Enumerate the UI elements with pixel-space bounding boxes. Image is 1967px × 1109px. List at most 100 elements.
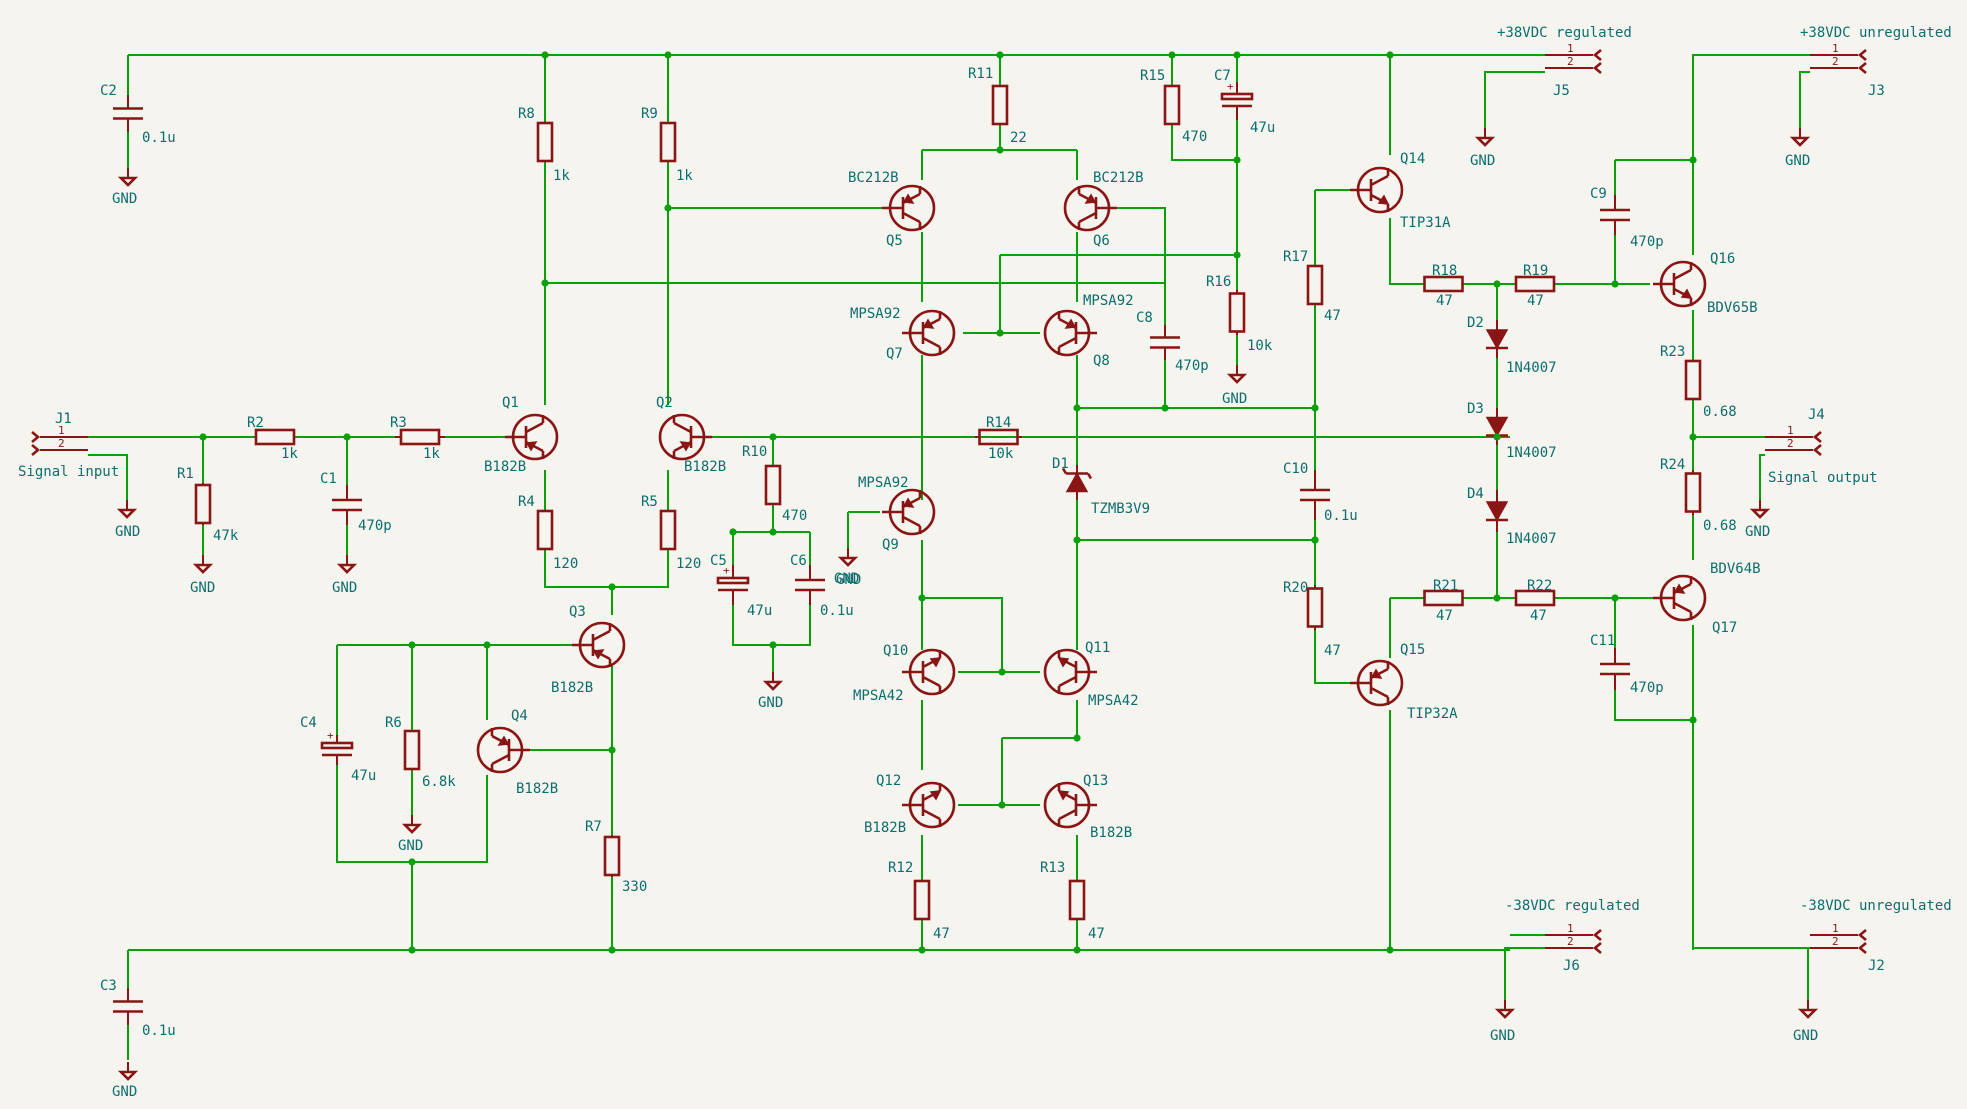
stroke (1673, 601, 1692, 614)
resistor-r14 (975, 428, 1022, 446)
resistor-r10 (764, 464, 782, 506)
transistor-q1 (505, 413, 559, 461)
value-r6: 6.8k (422, 774, 456, 790)
connector-pin (1812, 444, 1822, 456)
value-c5: 47u (747, 603, 772, 619)
ref-d2: D2 (1467, 315, 1484, 331)
gnd-arrow (762, 680, 784, 691)
gnd-label: GND (834, 571, 859, 587)
value-r16: 10k (1247, 338, 1273, 354)
junction-dot (1689, 156, 1697, 164)
ref-r9: R9 (641, 106, 658, 122)
emitter-arrow (1064, 318, 1077, 329)
resistor-r3 (395, 428, 445, 446)
value-q6: BC212B (1093, 170, 1144, 186)
connector-pin (1592, 49, 1602, 61)
resistor-body (991, 84, 1009, 126)
wire (88, 454, 128, 500)
resistor-body (399, 428, 441, 446)
ref-r5: R5 (641, 494, 658, 510)
gnd-symbol (1474, 128, 1496, 147)
ref-r13: R13 (1040, 860, 1065, 876)
junction-dot (483, 641, 491, 649)
ref-c5: C5 (710, 553, 727, 569)
ref-r24: R24 (1660, 457, 1685, 473)
transistor-q10 (902, 648, 956, 696)
connector-pin (1857, 942, 1867, 954)
stroke (1673, 268, 1692, 281)
junction-dot (996, 146, 1004, 154)
resistor-r19 (1514, 275, 1556, 293)
resistor-body (1163, 84, 1181, 126)
value-d1: TZMB3V9 (1091, 501, 1150, 517)
resistor-r21 (1423, 589, 1464, 607)
pin-number: 2 (1567, 935, 1574, 948)
value-q16: BDV65B (1707, 300, 1758, 316)
resistor-body (1228, 292, 1246, 333)
stroke (1086, 472, 1093, 480)
diode-triangle (1485, 329, 1509, 350)
value-c1: 470p (358, 518, 392, 534)
connector-pin (1857, 929, 1867, 941)
resistor-r5 (659, 509, 677, 551)
value-q11: MPSA42 (1088, 693, 1139, 709)
resistor-body (603, 835, 621, 877)
value-c8: 470p (1175, 358, 1209, 374)
capacitor-c9 (1600, 195, 1630, 235)
emitter-arrow (922, 318, 935, 329)
gnd-symbol (116, 500, 138, 519)
value-q1: B182B (484, 459, 526, 475)
cap-plate (320, 741, 354, 750)
junction-dot (1386, 51, 1394, 59)
junction-dot (408, 946, 416, 954)
resistor-r24 (1684, 470, 1702, 515)
value-r4: 120 (553, 556, 578, 572)
pin-number: 1 (1787, 424, 1794, 437)
value-c4: 47u (351, 768, 376, 784)
gnd-symbol (1789, 128, 1811, 147)
value-q13: B182B (1090, 825, 1132, 841)
stroke (1370, 174, 1389, 187)
connector-pin (1857, 49, 1867, 61)
resistor-r9 (659, 121, 677, 163)
gnd-symbol (762, 672, 784, 691)
ref-r19: R19 (1523, 263, 1548, 279)
junction-dot (343, 433, 351, 441)
stroke (1061, 467, 1068, 475)
ref-c3: C3 (100, 978, 117, 994)
ref-r7: R7 (585, 819, 602, 835)
junction-dot (998, 801, 1006, 809)
gnd-arrow (117, 176, 139, 187)
emitter-arrow (929, 790, 942, 801)
gnd-symbol (837, 548, 859, 567)
resistor-body (659, 121, 677, 163)
junction-dot (199, 433, 207, 441)
resistor-body (978, 428, 1019, 446)
ref-j2: J2 (1868, 958, 1885, 974)
diode-triangle (1485, 501, 1509, 522)
emitter-arrow (525, 441, 538, 452)
value-q17: BDV64B (1710, 561, 1761, 577)
gnd-arrow (837, 556, 859, 567)
emitter-arrow (679, 441, 692, 452)
capacitor-c6 (795, 565, 825, 605)
gnd-label: GND (190, 580, 215, 596)
transistor-q17 (1653, 574, 1707, 622)
ref-r17: R17 (1283, 249, 1308, 265)
ref-q15: Q15 (1400, 642, 1425, 658)
stroke (902, 211, 921, 224)
emitter-arrow (1370, 668, 1383, 679)
ref-r6: R6 (385, 715, 402, 731)
label-j5: +38VDC regulated (1497, 25, 1632, 41)
label-j1: Signal input (18, 464, 119, 480)
wire (1799, 71, 1810, 128)
ref-d1: D1 (1052, 456, 1069, 472)
connector-j4: 12 (1765, 424, 1822, 456)
connector-pin (1812, 431, 1822, 443)
wire (1171, 125, 1237, 161)
pin-number: 2 (1567, 55, 1574, 68)
emitter-arrow (1084, 193, 1097, 204)
resistor-body (403, 729, 421, 771)
capacitor-c5: + (716, 564, 750, 605)
ref-r12: R12 (888, 860, 913, 876)
